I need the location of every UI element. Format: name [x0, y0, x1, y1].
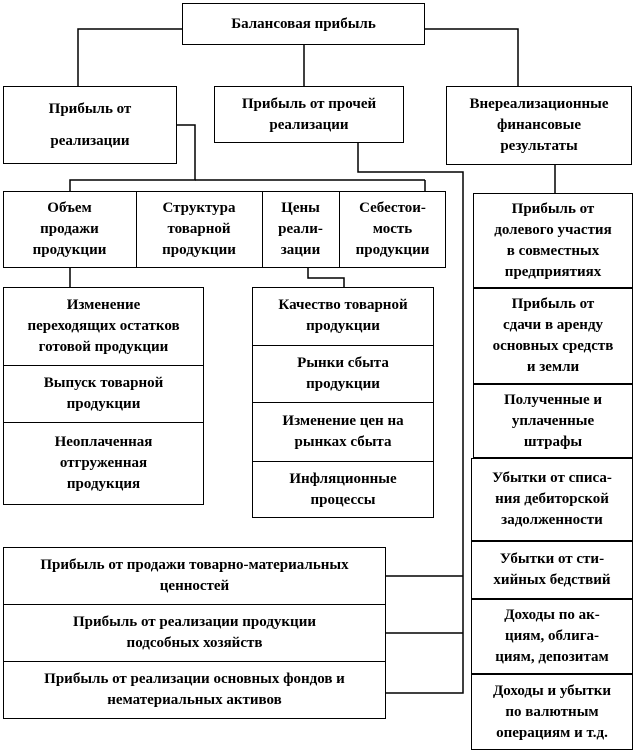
sales-factors-table [3, 191, 446, 268]
factor-product-structure: Структура товарной продукции [162, 200, 236, 258]
row-divider [3, 604, 386, 605]
factor-sales-volume: Объем продажи продукции [32, 200, 107, 258]
connector-price-items [307, 268, 345, 287]
nonop-item-fines: Полученные и уплаченные штрафы [473, 384, 633, 458]
other-item-auxiliary-farms: Прибыль от реализации продукции подсобны… [73, 613, 316, 651]
row-divider [252, 402, 434, 403]
other-sales-items-table [3, 547, 386, 719]
connector-root-nonop [425, 28, 519, 86]
balance-profit-box: Балансовая прибыль [182, 3, 425, 45]
price-item-quality: Качество товарной продукции [278, 297, 408, 334]
other-sales-profit-box: Прибыль от прочей реализации [214, 86, 404, 143]
nonop-item-currency-operations: Доходы и убытки по валютным операциям и … [471, 674, 633, 750]
price-item-markets: Рынки сбыта продукции [297, 354, 389, 392]
row-divider [252, 461, 434, 462]
nonop-item-joint-ventures: Прибыль от долевого участия в совместных… [473, 193, 633, 288]
row-divider [3, 422, 204, 423]
other-item-fixed-assets: Прибыль от реализации основных фондов и … [44, 671, 345, 708]
nonop-item-receivables-writeoff: Убытки от списа- ния дебиторской задолже… [471, 458, 633, 541]
sales-profit-box: Прибыль от реализации [3, 86, 177, 164]
non-operating-results-box: Внереализационные финансовые результаты [446, 86, 632, 165]
price-item-price-change: Изменение цен на рынках сбыта [282, 412, 404, 450]
volume-item-unpaid-shipped: Неоплаченная отгруженная продукция [54, 434, 153, 492]
other-item-inventory-sales: Прибыль от продажи товарно-материальных … [40, 556, 349, 594]
factor-production-cost: Себестои- мость продукции [355, 200, 430, 258]
connector-root-sales [77, 28, 182, 86]
factor-divider [339, 191, 340, 268]
nonop-item-securities-income: Доходы по ак- циям, облига- циям, депози… [471, 599, 633, 674]
volume-item-output: Выпуск товарной продукции [43, 374, 164, 412]
nonop-item-rental: Прибыль от сдачи в аренду основных средс… [473, 288, 633, 384]
factor-divider [136, 191, 137, 268]
volume-items-table [3, 287, 204, 505]
price-item-inflation: Инфляционные процессы [289, 470, 397, 508]
nonop-item-natural-disasters: Убытки от сти- хийных бедствий [471, 541, 633, 599]
row-divider [252, 345, 434, 346]
row-divider [3, 661, 386, 662]
row-divider [3, 365, 204, 366]
volume-item-stock-change: Изменение переходящих остатков готовой п… [27, 296, 180, 355]
factor-divider [262, 191, 263, 268]
factor-sale-prices: Цены реали- зации [278, 200, 323, 258]
connector-other-items [357, 143, 464, 694]
